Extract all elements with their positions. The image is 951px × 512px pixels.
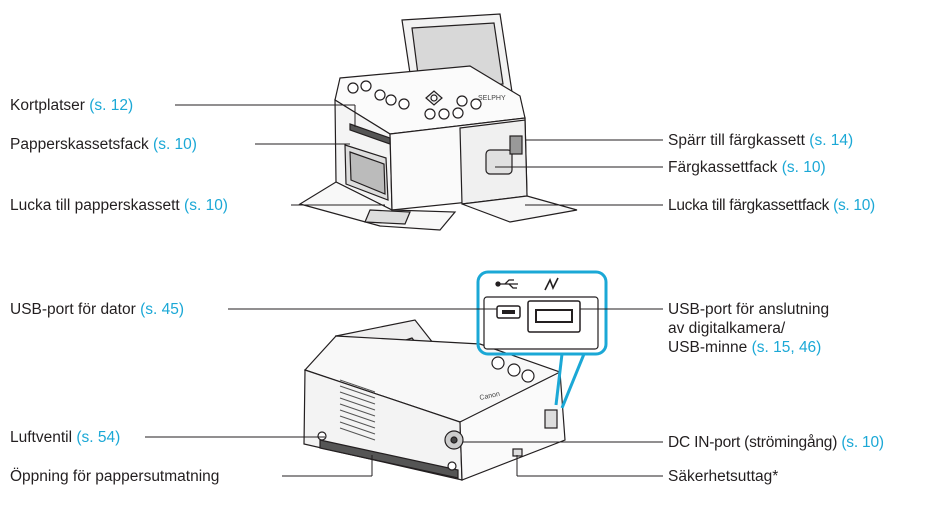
label-paper-output: Öppning för pappersutmatning [10,467,219,486]
usb-callout [476,270,608,409]
label-text-line1: USB-port för anslutning [668,301,830,318]
direct-print-icon [544,277,559,291]
label-paper-cassette-cover: Lucka till papperskassett (s. 10) [10,196,228,215]
page-ref[interactable]: (s. 10) [153,136,197,153]
printer-rear-view: Canon [303,319,566,481]
page-ref[interactable]: (s. 10) [781,159,826,176]
printer-front-view: SELPHY [298,13,578,231]
label-usb-camera: USB-port för anslutning av digitalkamera… [668,300,829,357]
brand-model-label: SELPHY [478,95,506,102]
label-paper-cassette-bay: Papperskassetsfack (s. 10) [10,135,197,154]
label-text: Säkerhetsuttag* [668,468,779,485]
label-usb-computer: USB-port för dator (s. 45) [10,300,184,319]
page-ref[interactable]: (s. 45) [140,301,185,318]
leader-lines [145,104,663,477]
page-ref[interactable]: (s. 10) [833,197,875,214]
label-text: Lucka till papperskassett [10,197,180,214]
label-text: Spärr till färgkassett [668,132,805,149]
page-ref[interactable]: (s. 54) [76,429,121,446]
label-text-line3: USB-minne (s. 15, 46) [668,338,829,357]
usb-symbol-icon [495,279,518,289]
label-text: Luftventil [10,429,73,446]
page-ref[interactable]: (s. 12) [89,97,134,114]
label-text: USB-port för dator [10,301,136,318]
label-text: Öppning för pappersutmatning [10,468,220,485]
label-text-line2: av digitalkamera/ [668,320,786,337]
label-text: USB-minne [668,339,748,356]
label-ink-cassette-cover: Lucka till färgkassettfack (s. 10) [668,196,875,215]
label-card-slots: Kortplatser (s. 12) [10,96,133,115]
page-ref[interactable]: (s. 14) [809,132,854,149]
label-text: Kortplatser [10,97,85,114]
page-ref[interactable]: (s. 15, 46) [751,339,822,356]
page-ref[interactable]: (s. 10) [841,434,884,451]
label-text: DC IN-port (strömingång) [668,434,838,451]
brand-label-rear: Canon [479,391,501,402]
label-security-slot: Säkerhetsuttag* [668,467,778,486]
page-ref[interactable]: (s. 10) [184,197,228,214]
label-text: Lucka till färgkassettfack [668,197,830,214]
label-text: Färgkassettfack [668,159,778,176]
label-ink-cassette-bay: Färgkassettfack (s. 10) [668,158,826,177]
label-text: Papperskassetsfack [10,136,149,153]
label-ink-cassette-lock: Spärr till färgkassett (s. 14) [668,131,853,150]
label-dc-in: DC IN-port (strömingång) (s. 10) [668,433,884,452]
label-air-vent: Luftventil (s. 54) [10,428,120,447]
